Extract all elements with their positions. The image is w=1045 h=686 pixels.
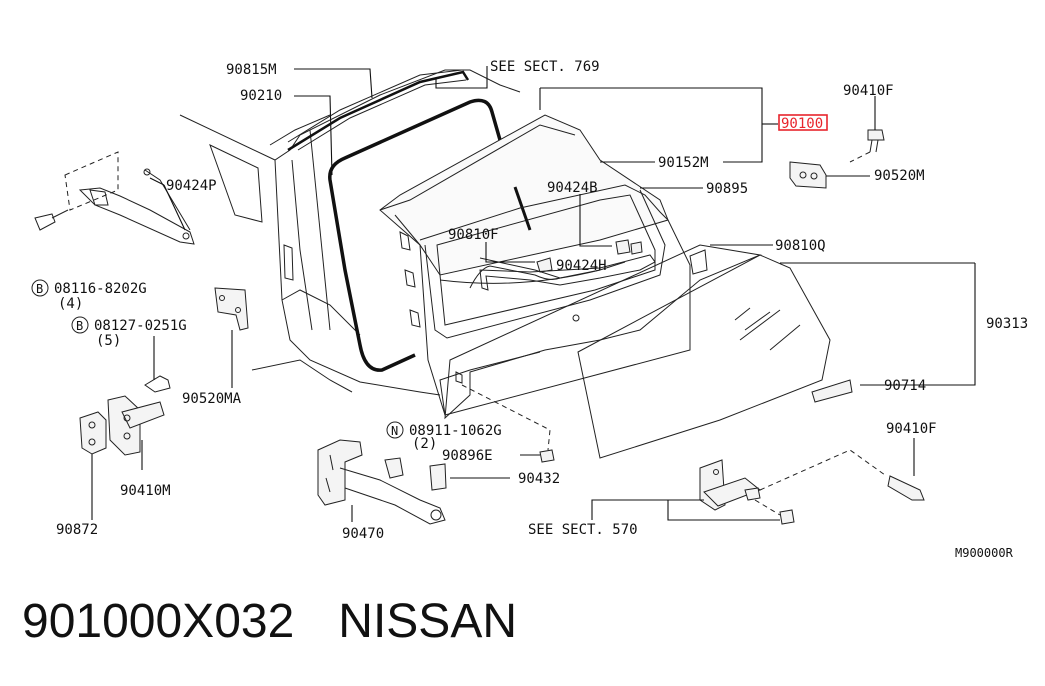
- caption-brand: NISSAN: [338, 595, 517, 648]
- label-90896E: 90896E: [442, 448, 493, 464]
- label-90424H: 90424H: [556, 258, 607, 274]
- hinge-assembly: [79, 375, 171, 456]
- label-90152M: 90152M: [658, 155, 709, 171]
- bumper-rubber: [429, 463, 447, 491]
- back-door-glass: [577, 254, 831, 459]
- label-nut-08911-qty: (2): [412, 436, 437, 452]
- label-bolt-08127: 08127-0251G: [94, 318, 187, 334]
- figure-code: M900000R: [955, 546, 1014, 560]
- back-door-panel: [379, 114, 691, 416]
- vehicle-body-outline: [179, 69, 521, 396]
- lower-garnish-strip: [479, 254, 656, 291]
- label-90895: 90895: [706, 181, 748, 197]
- hinge-bolt-upper: [849, 129, 885, 163]
- label-90210: 90210: [240, 88, 282, 104]
- door-seal-weatherstrip: [328, 98, 530, 372]
- label-bolt-08127-qty: (5): [96, 333, 121, 349]
- label-90410F-lower: 90410F: [886, 421, 937, 437]
- label-90432: 90432: [518, 471, 560, 487]
- stopper-bumpers: [536, 239, 643, 273]
- label-90714: 90714: [884, 378, 926, 394]
- label-90313: 90313: [986, 316, 1028, 332]
- badge-n: N: [391, 424, 398, 438]
- label-90470: 90470: [342, 526, 384, 542]
- label-see-sect-769: SEE SECT. 769: [490, 59, 600, 75]
- label-90872: 90872: [56, 522, 98, 538]
- label-90410F-top: 90410F: [843, 83, 894, 99]
- label-90100: 90100: [781, 116, 823, 132]
- label-90410M: 90410M: [120, 483, 171, 499]
- part-caption: 901000X032 NISSAN: [22, 594, 561, 649]
- label-90810F: 90810F: [448, 227, 499, 243]
- back-door-trim-panel: [444, 244, 762, 420]
- label-90424P: 90424P: [166, 178, 217, 194]
- inner-finisher-panel: [419, 184, 669, 241]
- label-bolt-08116-qty: (4): [58, 296, 83, 312]
- badge-n-circle: [386, 421, 404, 439]
- label-nut-08911: 08911-1062G: [409, 423, 502, 439]
- back-door-stay-lock: [317, 439, 446, 525]
- hinge-bracket-upper: [789, 161, 827, 189]
- label-90424B: 90424B: [547, 180, 598, 196]
- hinge-bracket-lower-left: [214, 287, 249, 331]
- label-90810Q: 90810Q: [775, 238, 826, 254]
- hinge-bracket-lower-right: [699, 449, 886, 525]
- badge-b-2: B: [76, 319, 83, 333]
- leader-lines: [91, 66, 976, 522]
- badge-b-1: B: [36, 282, 43, 296]
- clip-fastener: [461, 384, 555, 463]
- label-90520MA: 90520MA: [182, 391, 242, 407]
- highlighted-part-box: [778, 114, 828, 131]
- label-90815M: 90815M: [226, 62, 277, 78]
- roof-weatherstrip: [287, 70, 470, 152]
- badge-b-circle-1: [31, 279, 49, 297]
- caption-part-number: 901000X032: [22, 595, 295, 648]
- gas-stay: [34, 151, 195, 245]
- callout-labels: 90815M 90210 SEE SECT. 769 90100 90410F …: [31, 59, 1028, 560]
- badge-b-circle-2: [71, 316, 89, 334]
- label-see-sect-570: SEE SECT. 570: [528, 522, 638, 538]
- hinge-bolt-lower: [887, 475, 925, 501]
- glass-stopper: [811, 379, 853, 403]
- label-bolt-08116: 08116-8202G: [54, 281, 147, 297]
- label-90520M: 90520M: [874, 168, 925, 184]
